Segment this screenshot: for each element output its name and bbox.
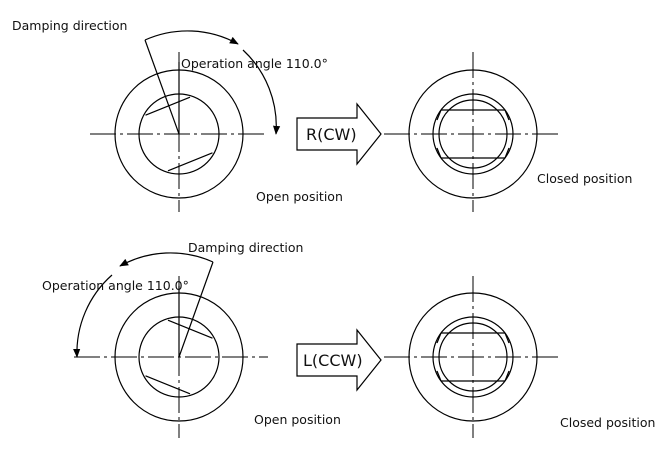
rotor-flats	[145, 319, 213, 395]
damping-direction-leader	[178, 261, 214, 358]
rotor-flats	[145, 96, 213, 172]
closed-rotor	[436, 109, 510, 159]
damping-direction-leader	[144, 39, 180, 135]
bottom-operation-angle-label: Operation angle 110.0°	[42, 278, 189, 293]
closed-rotor-face	[438, 99, 508, 169]
top-open-position-label: Open position	[256, 189, 343, 204]
cw-arrow	[296, 102, 382, 166]
top-damping-direction-label: Damping direction	[12, 18, 127, 33]
bottom-open-damper	[74, 276, 268, 438]
closed-rotor	[436, 332, 510, 382]
top-rotation-label: R(CW)	[306, 125, 357, 144]
bottom-closed-damper	[384, 276, 562, 438]
top-row	[90, 30, 562, 212]
top-closed-position-label: Closed position	[537, 171, 632, 186]
bottom-damping-direction-label: Damping direction	[188, 240, 303, 255]
ccw-arrow	[296, 328, 382, 392]
outer-ring	[408, 69, 538, 199]
bottom-rotation-label: L(CCW)	[303, 351, 363, 370]
top-closed-damper	[384, 52, 562, 212]
labels: Damping direction Operation angle 110.0°…	[12, 18, 655, 430]
outer-ring	[408, 292, 538, 422]
bottom-row	[73, 252, 562, 438]
bottom-open-position-label: Open position	[254, 412, 341, 427]
inner-ring	[432, 316, 514, 398]
bottom-closed-position-label: Closed position	[560, 415, 655, 430]
damping-direction-arc	[119, 252, 214, 267]
closed-rotor-face	[438, 322, 508, 392]
operation-angle-arc	[73, 274, 113, 358]
damping-direction-arc	[144, 30, 239, 45]
top-operation-angle-label: Operation angle 110.0°	[181, 56, 328, 71]
inner-ring	[432, 93, 514, 175]
operation-angle-arc	[242, 49, 281, 135]
